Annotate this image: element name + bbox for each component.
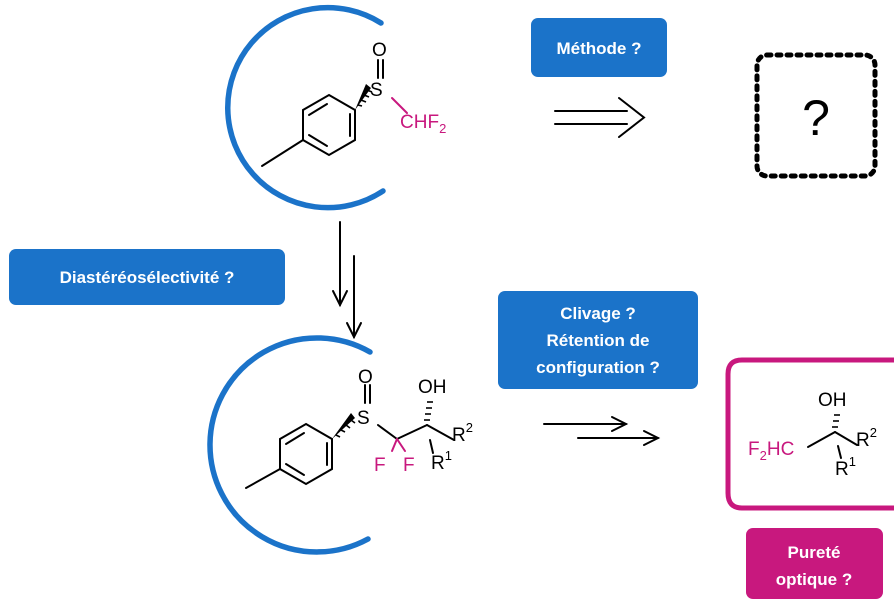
reactant-circle-arc (225, 4, 386, 211)
final-product-frame (725, 357, 894, 511)
sulfur-atom: S (370, 80, 383, 101)
methode-label: Méthode ? (531, 18, 667, 77)
svg-text:Clivage ?: Clivage ? (560, 304, 636, 323)
product-f2hc-group: F2HC (748, 439, 794, 463)
svg-text:Pureté: Pureté (788, 543, 841, 562)
svg-text:optique ?: optique ? (776, 570, 852, 589)
unknown-product-box: ? (754, 52, 878, 179)
chf2-group: CHF2 (400, 112, 446, 136)
open-double-arrow (554, 97, 646, 138)
unknown-question-mark: ? (802, 90, 830, 146)
intermediate-fluorine-2: F (403, 455, 415, 476)
final-product: OH F2HC R2 R1 (725, 357, 894, 511)
svg-text:configuration ?: configuration ? (536, 358, 660, 377)
product-hydroxyl: OH (818, 390, 847, 411)
intermediate-circle-arc (207, 335, 373, 555)
intermediate-r2-group: R2 (452, 420, 473, 446)
intermediate-sulfinyl-alcohol: O S OH F F R2 R1 (207, 335, 473, 555)
svg-text:Diastéréosélectivité ?: Diastéréosélectivité ? (60, 268, 235, 287)
reactant-sulfoxide: O S CHF2 (225, 4, 446, 211)
intermediate-hydroxyl: OH (418, 377, 447, 398)
oxygen-atom: O (372, 40, 387, 61)
svg-text:Rétention de: Rétention de (547, 331, 650, 350)
product-r2-group: R2 (856, 425, 877, 451)
purete-optique-label: Pureté optique ? (746, 528, 883, 599)
intermediate-sulfur-atom: S (357, 408, 370, 429)
diastereoselectivite-label: Diastéréosélectivité ? (9, 249, 285, 305)
intermediate-fluorine-1: F (374, 455, 386, 476)
tolyl-ring (261, 59, 408, 167)
svg-text:Méthode ?: Méthode ? (557, 39, 642, 58)
intermediate-r1-group: R1 (431, 448, 452, 474)
clivage-label: Clivage ? Rétention de configuration ? (498, 291, 698, 389)
intermediate-oxygen-atom: O (358, 367, 373, 388)
product-r1-group: R1 (835, 454, 856, 480)
cleavage-arrows (543, 416, 661, 446)
vertical-reaction-arrows (332, 221, 362, 340)
